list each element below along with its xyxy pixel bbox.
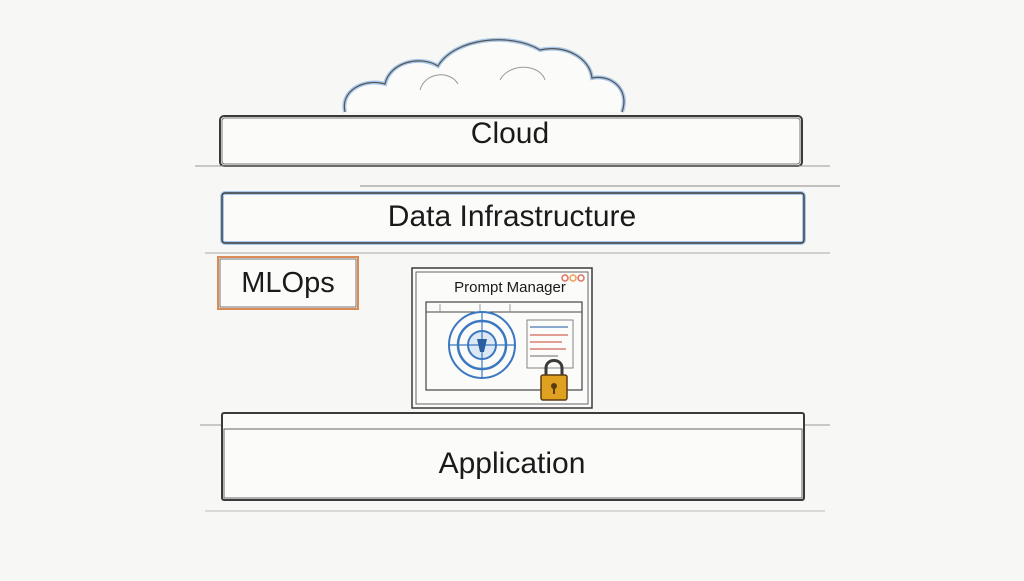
target-icon: [448, 311, 516, 379]
cloud-layer: [195, 115, 830, 167]
application-layer-label: Application: [438, 447, 586, 480]
data-infrastructure-layer: [205, 185, 840, 254]
prompt-manager-title: Prompt Manager: [454, 279, 566, 296]
prompt-manager-window: [411, 267, 593, 409]
padlock-icon: [540, 359, 568, 401]
mlops-label: MLOps: [241, 267, 335, 299]
application-layer: [200, 412, 830, 512]
cloud-icon: [342, 37, 626, 113]
cloud-layer-label: Cloud: [470, 117, 550, 150]
data-infrastructure-label: Data Infrastructure: [387, 200, 637, 233]
mlops-box: [217, 256, 359, 310]
